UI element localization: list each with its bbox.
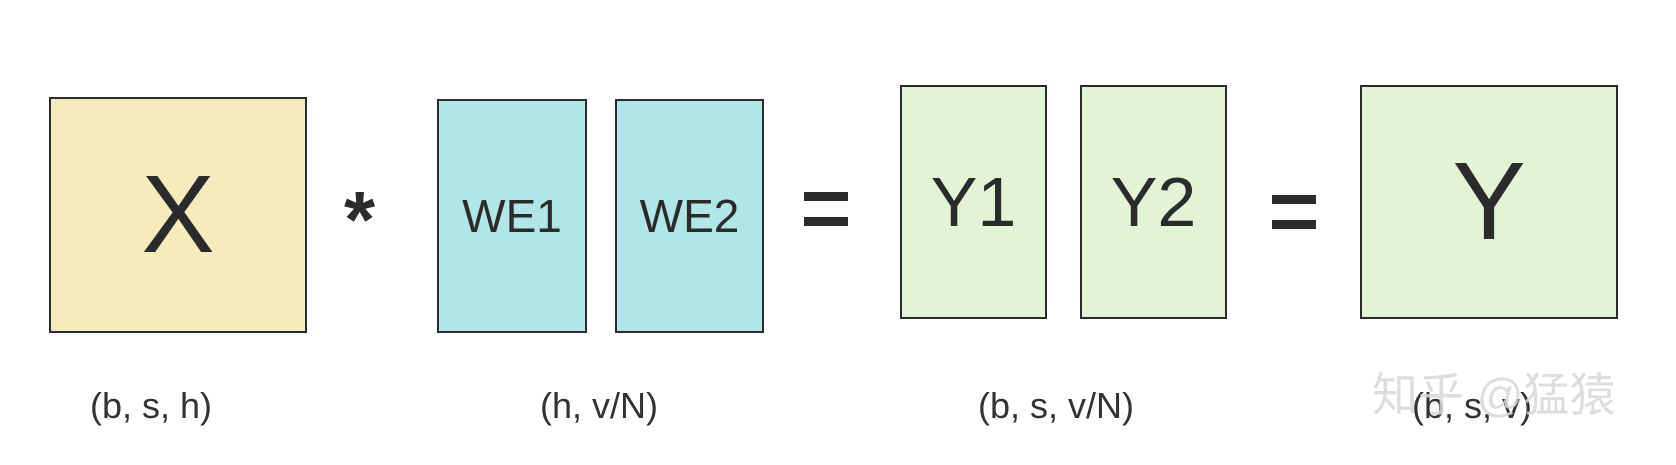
matrix-we2-box: WE2: [615, 99, 764, 333]
dimension-label-y: (b, s, v): [1412, 385, 1533, 426]
dimension-label-we: (h, v/N): [540, 385, 659, 426]
matrix-we1-label: WE1: [462, 190, 562, 242]
matrix-we1-box: WE1: [437, 99, 587, 333]
watermark: 知乎 @猛猿: [1372, 369, 1616, 421]
dimension-label-x: (b, s, h): [90, 385, 213, 426]
matrix-y1-label: Y1: [930, 163, 1017, 241]
matrix-y-label: Y: [1452, 140, 1526, 263]
equals-operator-2: [1272, 195, 1316, 229]
matrix-y1-box: Y1: [900, 85, 1047, 319]
matrix-y2-box: Y2: [1080, 85, 1227, 319]
matrix-y2-label: Y2: [1110, 163, 1197, 241]
matrix-x-box: X: [49, 97, 307, 333]
matrix-y-box: Y: [1360, 85, 1618, 319]
equals-operator-1: [804, 192, 848, 226]
dimension-label-y-parts: (b, s, v/N): [978, 385, 1135, 426]
multiply-operator: *: [344, 175, 376, 264]
matrix-we2-label: WE2: [639, 190, 740, 242]
matrix-x-label: X: [141, 153, 215, 276]
